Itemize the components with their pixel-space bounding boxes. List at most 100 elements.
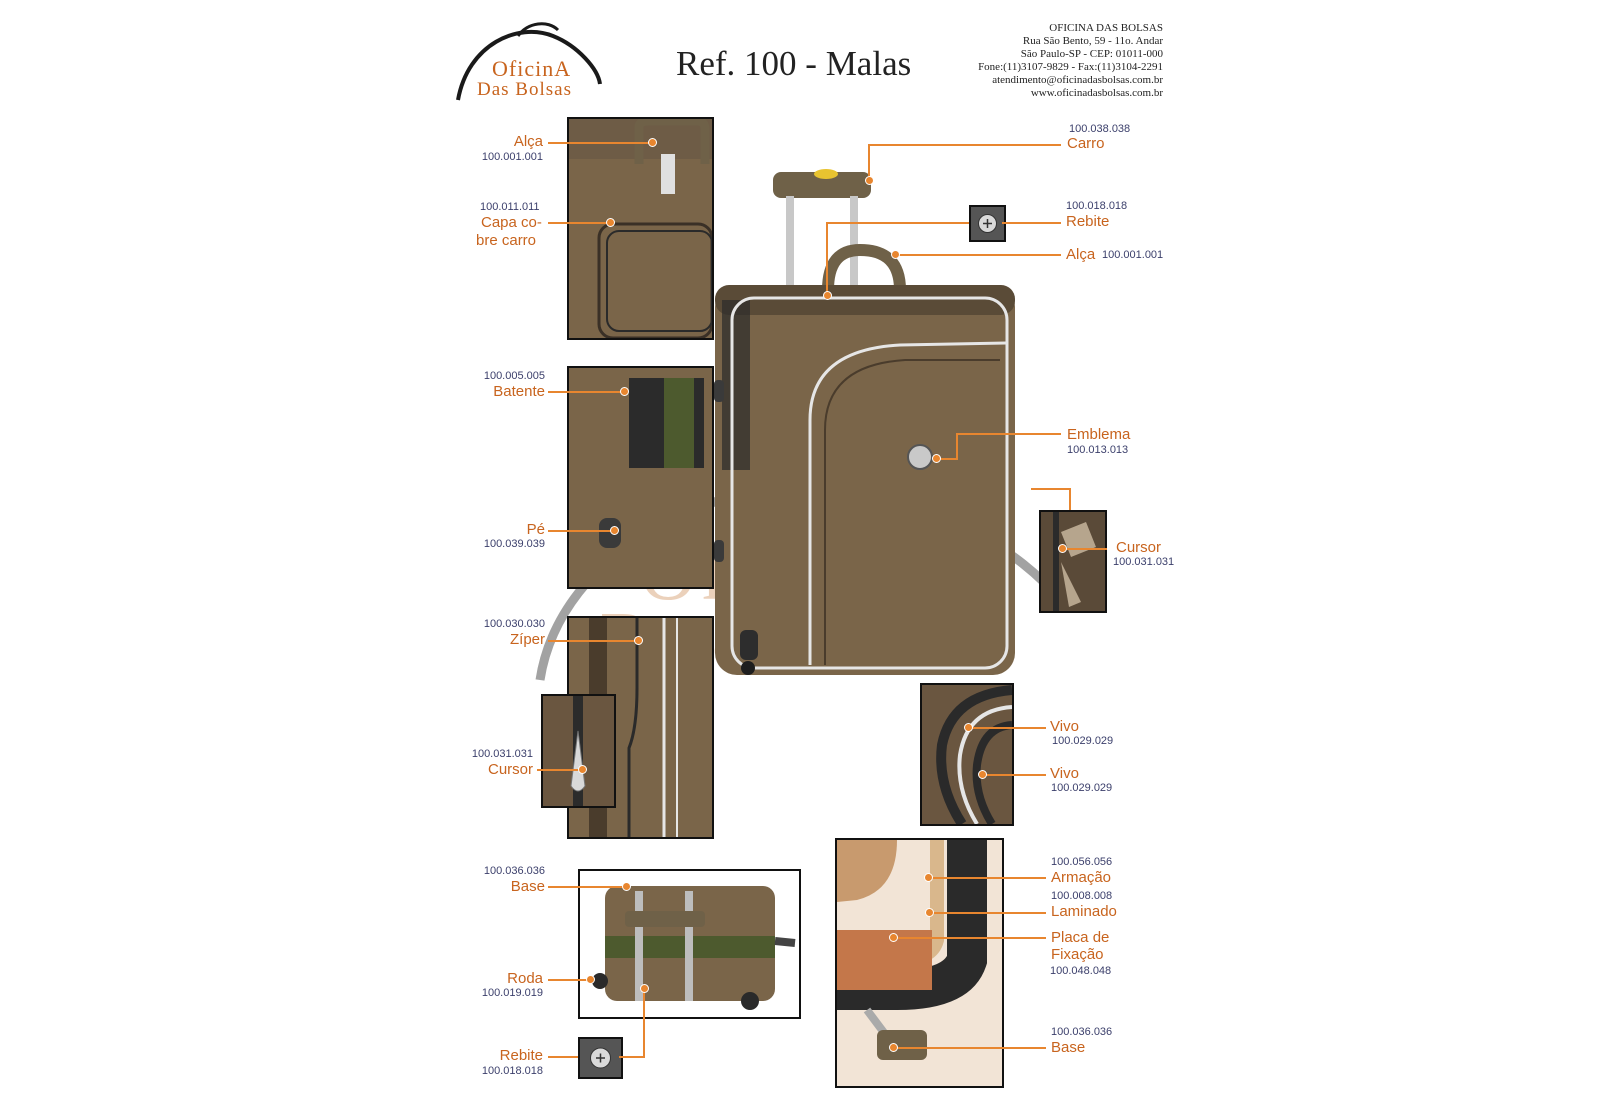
leader-armacao xyxy=(928,877,1046,879)
leader-cursor-right-v xyxy=(1069,488,1071,510)
label-capa-line1: Capa co- xyxy=(481,214,542,231)
label-carro: Carro xyxy=(1067,135,1105,152)
contact-email[interactable]: atendimento@oficinadasbolsas.com.br xyxy=(992,74,1163,86)
label-base-left: Base xyxy=(510,878,545,895)
leader-dot xyxy=(932,454,941,463)
suitcase-illustration xyxy=(714,169,1015,675)
label-cursor-right: Cursor xyxy=(1116,539,1162,556)
leader-dot xyxy=(586,975,595,984)
leader-dot xyxy=(889,1043,898,1052)
leader-alca-right xyxy=(895,254,1061,256)
photo-cursor-inset xyxy=(541,694,616,808)
contact-phone: Fone:(11)3107-9829 - Fax:(11)3104-2291 xyxy=(978,61,1163,73)
contact-website[interactable]: www.oficinadasbolsas.com.br xyxy=(1030,87,1163,99)
rivet-icon xyxy=(978,214,997,233)
photo-armacao-detail xyxy=(835,838,1004,1088)
leader-carro-v xyxy=(868,144,870,180)
label-rebite-top: Rebite xyxy=(1066,213,1110,230)
photo-base-detail xyxy=(578,869,801,1019)
code-alca-right: 100.001.001 xyxy=(1102,249,1164,261)
leader-batente xyxy=(548,391,623,393)
label-armacao: Armação xyxy=(1051,869,1112,886)
code-capa: 100.011.011 xyxy=(480,201,540,213)
code-armacao: 100.056.056 xyxy=(1051,856,1113,868)
code-pe: 100.039.039 xyxy=(483,538,545,550)
code-base-left: 100.036.036 xyxy=(483,865,545,877)
label-ziper: Zíper xyxy=(509,631,545,648)
leader-dot xyxy=(640,984,649,993)
label-placa-line1: Placa de xyxy=(1051,929,1110,946)
leader-dot xyxy=(823,291,832,300)
leader-emblema-v xyxy=(956,433,958,460)
photo-vivo-detail xyxy=(920,683,1014,826)
contact-company: OFICINA DAS BOLSAS xyxy=(1049,22,1163,34)
leader-dot xyxy=(964,723,973,732)
leader-dot xyxy=(889,933,898,942)
code-vivo-2: 100.029.029 xyxy=(1051,782,1113,794)
rebite-thumb-top xyxy=(969,205,1006,242)
page-title: Ref. 100 - Malas xyxy=(676,44,912,83)
leader-rebite-top-a xyxy=(828,222,969,224)
code-emblema: 100.013.013 xyxy=(1067,444,1129,456)
leader-dot xyxy=(648,138,657,147)
leader-base-right xyxy=(893,1047,1046,1049)
logo-text-line2: Das Bolsas xyxy=(477,79,572,100)
logo-text-line1: OficinA xyxy=(492,56,572,81)
leader-emblema-b xyxy=(936,458,958,460)
leader-cursor-left xyxy=(537,769,582,771)
leader-dot xyxy=(978,770,987,779)
leader-placa xyxy=(893,937,1046,939)
photo-cursor-right xyxy=(1039,510,1107,613)
leader-dot xyxy=(622,882,631,891)
leader-base-left xyxy=(548,886,624,888)
label-capa-line2: bre carro xyxy=(476,232,537,249)
leader-rebite-bottom xyxy=(548,1056,578,1058)
code-batente: 100.005.005 xyxy=(483,370,545,382)
code-rebite-top: 100.018.018 xyxy=(1066,200,1128,212)
code-rebite-bottom: 100.018.018 xyxy=(481,1065,543,1077)
leader-dot xyxy=(606,218,615,227)
label-vivo-1: Vivo xyxy=(1050,718,1079,735)
leader-cursor-right-a xyxy=(1031,488,1071,490)
label-rebite-bottom: Rebite xyxy=(499,1047,543,1064)
code-cursor-right: 100.031.031 xyxy=(1113,556,1175,568)
label-laminado: Laminado xyxy=(1051,903,1117,920)
code-vivo-1: 100.029.029 xyxy=(1052,735,1114,747)
leader-dot xyxy=(610,526,619,535)
code-carro: 100.038.038 xyxy=(1069,123,1131,135)
leader-ziper xyxy=(548,640,637,642)
code-roda: 100.019.019 xyxy=(481,987,543,999)
leader-vivo-2 xyxy=(982,774,1046,776)
code-alca-left: 100.001.001 xyxy=(481,151,543,163)
leader-rebite-bottom-v xyxy=(643,988,645,1058)
leader-dot xyxy=(865,176,874,185)
leader-vivo-1 xyxy=(968,727,1046,729)
leader-dot xyxy=(1058,544,1067,553)
code-base-right: 100.036.036 xyxy=(1051,1026,1113,1038)
logo-arc-icon xyxy=(456,22,602,101)
code-placa: 100.048.048 xyxy=(1050,965,1112,977)
leader-rebite-top-v xyxy=(826,222,828,294)
code-cursor-left: 100.031.031 xyxy=(471,748,533,760)
leader-alca-left xyxy=(548,142,651,144)
leader-dot xyxy=(620,387,629,396)
leader-cursor-right-b xyxy=(1062,548,1107,550)
label-roda: Roda xyxy=(507,970,543,987)
contact-address: Rua São Bento, 59 - 11o. Andar xyxy=(1022,35,1163,47)
leader-rebite-bottom-2 xyxy=(619,1056,645,1058)
leader-dot xyxy=(924,873,933,882)
label-alca-right: Alça xyxy=(1066,246,1096,263)
leader-pe xyxy=(548,530,614,532)
leader-roda xyxy=(548,979,590,981)
rivet-icon xyxy=(590,1047,611,1069)
leader-dot xyxy=(634,636,643,645)
code-ziper: 100.030.030 xyxy=(483,618,545,630)
label-alca-left: Alça xyxy=(513,133,543,150)
leader-dot xyxy=(578,765,587,774)
rebite-thumb-bottom xyxy=(578,1037,623,1079)
code-laminado: 100.008.008 xyxy=(1051,890,1113,902)
label-base-right: Base xyxy=(1051,1039,1086,1056)
leader-emblema-a xyxy=(958,433,1061,435)
leader-carro xyxy=(868,144,1061,146)
label-emblema: Emblema xyxy=(1067,426,1131,443)
